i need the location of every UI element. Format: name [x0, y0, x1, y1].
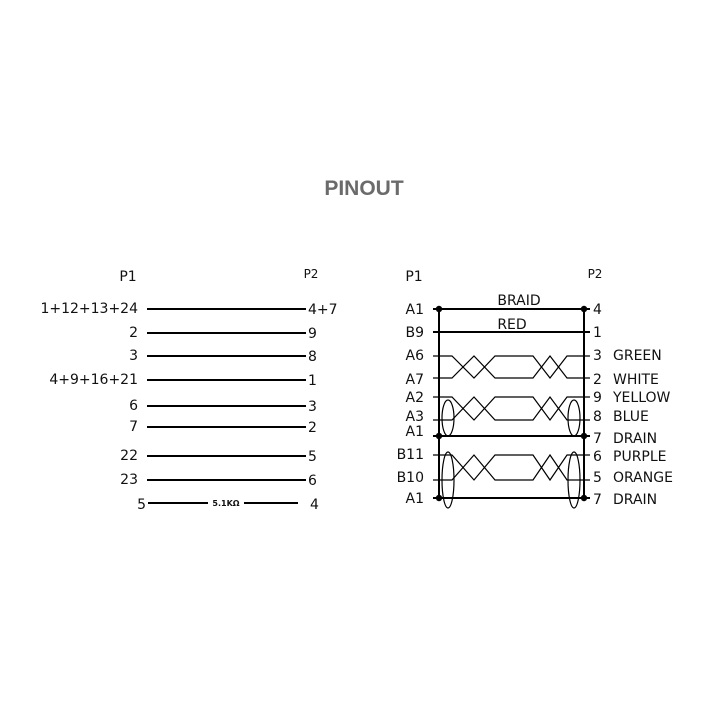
right-row: A1 7 DRAIN [406, 424, 658, 447]
p2-pin: 8 [308, 349, 317, 365]
right-schematic: P1 P2 BRAID RED A1 4B9 1A6 3 GREEN A7 2 WHITE A2… [397, 267, 673, 509]
right-row: B10 5 ORANGE [397, 470, 673, 486]
p2-pin: 2 [593, 372, 602, 388]
twisted-pair-1-wire-a [433, 355, 590, 379]
p2-pin: 8 [593, 409, 602, 425]
right-row: A7 2 WHITE [406, 372, 659, 388]
right-row: A1 7 DRAIN [406, 491, 658, 508]
right-row: A6 3 GREEN [406, 348, 662, 364]
twisted-pair-2-wire-b [433, 395, 590, 421]
p1-pin: 4+9+16+21 [49, 372, 138, 388]
junction-dot [580, 494, 588, 502]
p2-pin: 9 [308, 326, 317, 342]
p2-pin: 3 [593, 348, 602, 364]
shield-oval-pair2-p2 [567, 399, 581, 437]
wire-color-label: PURPLE [613, 449, 667, 465]
p1-pin: 7 [129, 419, 138, 435]
p1-pin: 3 [129, 348, 138, 364]
p2-pin: 4 [593, 302, 602, 318]
p2-pin: 2 [308, 420, 317, 436]
right-row: B9 1 [405, 325, 601, 341]
left-row: 23 6 [120, 472, 317, 489]
left-p1-header: P1 [119, 269, 136, 285]
wire-color-label: DRAIN [613, 431, 657, 447]
shield-oval-pair3-p1 [441, 451, 455, 509]
twisted-pair-3-wire-b [433, 453, 590, 481]
p1-pin: 22 [120, 448, 138, 464]
p2-pin: 3 [308, 399, 317, 415]
wire-color-label: WHITE [613, 372, 659, 388]
resistor-row: 5 5.1KΩ 4 [137, 497, 319, 513]
p2-pin: 9 [593, 390, 602, 406]
wire-color-label: DRAIN [613, 492, 657, 508]
p1-pin: 2 [129, 325, 138, 341]
p1-pin: B11 [397, 447, 424, 463]
braid-label: BRAID [497, 293, 540, 309]
right-row: A3 8 BLUE [406, 409, 649, 425]
resistor-value: 5.1KΩ [212, 499, 239, 508]
p2-pin: 5 [593, 470, 602, 486]
p1-pin: A7 [406, 372, 424, 388]
junction-dot [435, 494, 443, 502]
p2-pin: 6 [593, 449, 602, 465]
p1-pin: 6 [129, 398, 138, 414]
p1-pin: B10 [397, 470, 424, 486]
twisted-pair-1-wire-b [433, 355, 590, 379]
right-row: B11 6 PURPLE [397, 447, 667, 465]
resistor-p2-pin: 4 [310, 497, 319, 513]
wire-color-label: YELLOW [612, 390, 671, 406]
junction-dot [580, 432, 588, 440]
p1-pin: B9 [405, 325, 424, 341]
p1-pin: 23 [120, 472, 138, 488]
wire-color-label: ORANGE [613, 470, 673, 486]
p2-pin: 1 [593, 325, 602, 341]
left-row: 22 5 [120, 448, 317, 465]
p1-pin: A2 [406, 390, 424, 406]
p2-pin: 7 [593, 492, 602, 508]
wire-color-label: BLUE [613, 409, 649, 425]
p1-pin: A1 [406, 302, 424, 318]
p2-pin: 6 [308, 473, 317, 489]
left-row: 1+12+13+24 4+7 [40, 301, 337, 318]
p1-pin: A3 [406, 409, 424, 425]
p1-pin: A1 [406, 491, 424, 507]
left-row: 4+9+16+21 1 [49, 372, 317, 389]
right-p1-header: P1 [405, 269, 422, 285]
left-p2-header: P2 [304, 267, 319, 281]
p2-pin: 5 [308, 449, 317, 465]
junction-dot [435, 432, 443, 440]
twisted-pair-2-wire-a [433, 396, 590, 422]
red-label: RED [497, 317, 526, 333]
junction-dot [580, 305, 588, 313]
p2-pin: 1 [308, 373, 317, 389]
right-row: A2 9 YELLOW [406, 390, 671, 406]
shield-oval-pair3-p2 [567, 451, 581, 509]
p2-pin: 7 [593, 431, 602, 447]
shield-oval-pair2-p1 [441, 399, 455, 437]
right-row: A1 4 [406, 302, 602, 318]
p1-pin: A1 [406, 424, 424, 440]
right-p2-header: P2 [588, 267, 603, 281]
resistor-p1-pin: 5 [137, 497, 146, 513]
p1-pin: A6 [406, 348, 425, 364]
wire-color-label: GREEN [613, 348, 662, 364]
p2-pin: 4+7 [308, 302, 338, 318]
page-title: PINOUT [324, 177, 404, 200]
junction-dot [435, 305, 443, 313]
p1-pin: 1+12+13+24 [40, 301, 138, 317]
twisted-pair-3-wire-a [433, 454, 590, 482]
